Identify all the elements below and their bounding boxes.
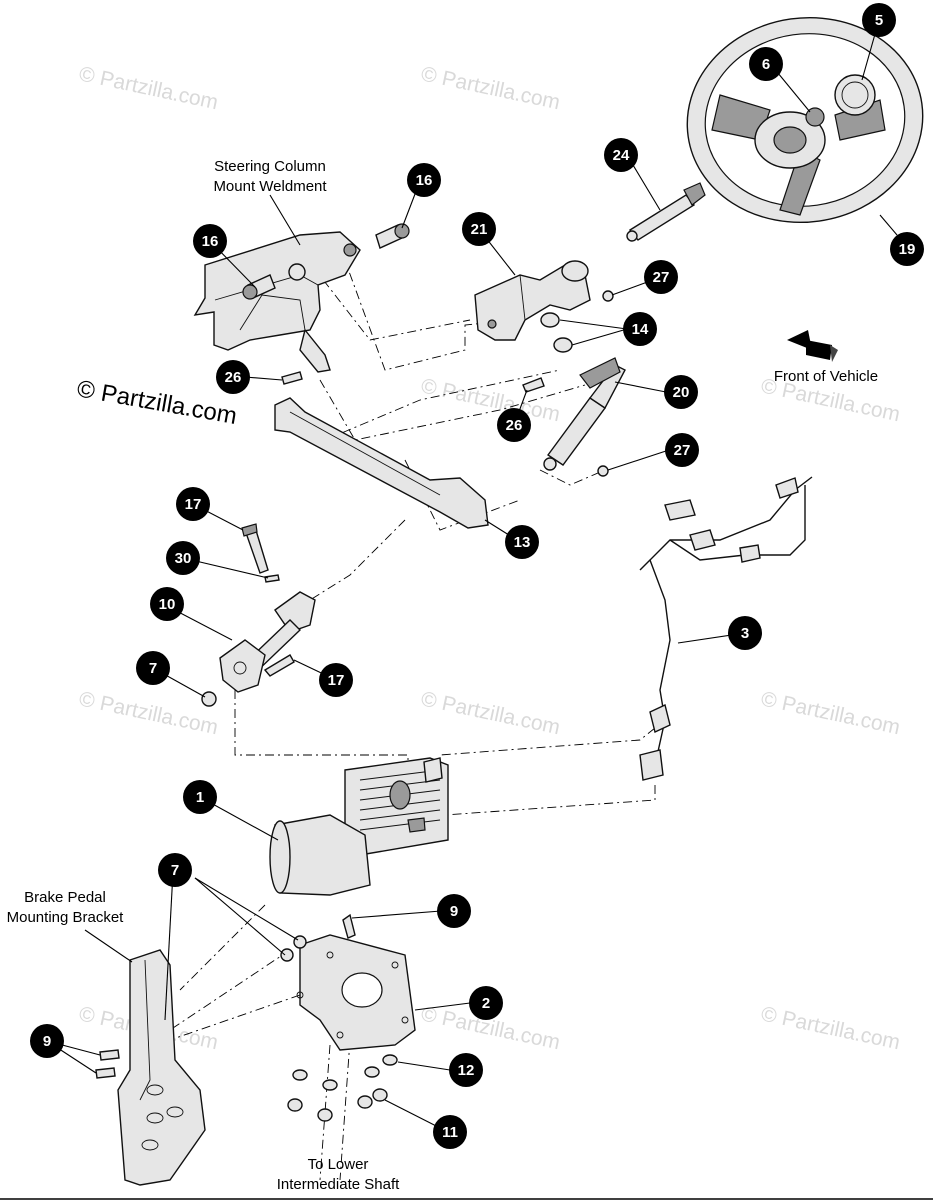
svg-text:27: 27 [674, 442, 691, 459]
bolt-16-right [375, 223, 410, 249]
bolt-17-lower [263, 654, 295, 677]
callout-19: 19 [890, 232, 924, 266]
column-bracket [474, 260, 591, 341]
callout-20: 20 [664, 375, 698, 409]
svg-text:30: 30 [175, 550, 192, 567]
nuts-12 [292, 1054, 398, 1091]
svg-text:19: 19 [899, 241, 916, 258]
nuts-7-lower [157, 935, 307, 1033]
callout-9-upper: 9 [437, 894, 471, 928]
bolt-26-upper [281, 371, 303, 385]
callout-26-lower: 26 [497, 408, 531, 442]
svg-text:9: 9 [43, 1033, 51, 1050]
callout-17-upper: 17 [176, 487, 210, 521]
svg-text:1: 1 [196, 789, 204, 806]
callout-12: 12 [449, 1053, 483, 1087]
svg-text:14: 14 [632, 321, 649, 338]
mounting-plate [296, 934, 416, 1051]
svg-text:24: 24 [613, 147, 630, 164]
steering-wheel [686, 16, 924, 224]
svg-text:13: 13 [514, 534, 531, 551]
callout-1: 1 [183, 780, 217, 814]
watermark-8: © Partzilla.com [759, 687, 902, 739]
svg-text:17: 17 [185, 496, 202, 513]
callout-7-upper: 7 [136, 651, 170, 685]
svg-text:12: 12 [458, 1062, 475, 1079]
watermark-11: © Partzilla.com [759, 1002, 902, 1054]
callouts: 5 6 19 24 16 16 21 27 [30, 3, 924, 1149]
watermark-1: © Partzilla.com [77, 62, 220, 114]
svg-text:9: 9 [450, 903, 458, 920]
svg-text:21: 21 [471, 221, 488, 238]
callout-26-upper: 26 [216, 360, 250, 394]
callout-17-lower: 17 [319, 663, 353, 697]
svg-text:20: 20 [673, 384, 690, 401]
svg-text:5: 5 [875, 12, 883, 29]
callout-11: 11 [433, 1115, 467, 1149]
washers-27 [597, 290, 614, 477]
watermark-2: © Partzilla.com [419, 62, 562, 114]
callout-14: 14 [623, 312, 657, 346]
steering-motor [269, 757, 449, 896]
bolts-9-lower [95, 1049, 120, 1079]
callout-2: 2 [469, 986, 503, 1020]
svg-text:7: 7 [171, 862, 179, 879]
label-brake-bracket-line2: Mounting Bracket [7, 909, 125, 926]
callout-7-lower: 7 [158, 853, 192, 887]
svg-text:26: 26 [225, 369, 242, 386]
callout-10: 10 [150, 587, 184, 621]
svg-text:16: 16 [202, 233, 219, 250]
bolt-9-upper [342, 913, 356, 939]
upper-shaft [626, 182, 706, 242]
text-labels: Steering Column Mount Weldment Front of … [7, 158, 878, 1193]
svg-text:16: 16 [416, 172, 433, 189]
callout-27-lower: 27 [665, 433, 699, 467]
callout-3: 3 [728, 616, 762, 650]
label-steering-column-line2: Mount Weldment [213, 178, 327, 195]
svg-text:6: 6 [762, 56, 770, 73]
callout-5: 5 [862, 3, 896, 37]
svg-text:11: 11 [442, 1124, 458, 1141]
front-arrow-icon [787, 330, 838, 362]
callout-9-lower: 9 [30, 1024, 64, 1058]
brake-pedal-mounting-bracket [117, 949, 206, 1186]
label-front-of-vehicle: Front of Vehicle [774, 368, 878, 385]
svg-text:7: 7 [149, 660, 157, 677]
steering-column-mount-weldment [193, 231, 361, 373]
callout-27-upper: 27 [644, 260, 678, 294]
bolt-26-lower [522, 377, 545, 393]
bolts-11 [287, 1088, 388, 1122]
svg-text:2: 2 [482, 995, 490, 1012]
svg-text:3: 3 [741, 625, 749, 642]
pin-30 [264, 574, 280, 583]
svg-text:10: 10 [159, 596, 176, 613]
callout-16-right: 16 [407, 163, 441, 197]
label-lower-shaft-line2: Intermediate Shaft [277, 1176, 400, 1193]
wiring-harness [639, 476, 813, 781]
callout-21: 21 [462, 212, 496, 246]
brand-mark: © Partzilla.com [75, 375, 239, 430]
watermark-7: © Partzilla.com [419, 687, 562, 739]
callout-30: 30 [166, 541, 200, 575]
label-steering-column-line1: Steering Column [214, 158, 326, 175]
label-brake-bracket-line1: Brake Pedal [24, 889, 106, 906]
callout-13: 13 [505, 525, 539, 559]
nut-7-upper [201, 691, 217, 707]
callout-24: 24 [604, 138, 638, 172]
gas-spring [543, 357, 626, 471]
bolt-16-left [242, 274, 276, 300]
label-lower-shaft-line1: To Lower [308, 1156, 369, 1173]
callout-6: 6 [749, 47, 783, 81]
callout-16-left: 16 [193, 224, 227, 258]
bolt-17-upper [241, 523, 269, 574]
svg-text:26: 26 [506, 417, 523, 434]
svg-text:17: 17 [328, 672, 345, 689]
nuts-14 [540, 312, 573, 353]
svg-text:27: 27 [653, 269, 670, 286]
intermediate-shaft [219, 591, 316, 693]
watermark-6: © Partzilla.com [77, 687, 220, 739]
bracket-13 [274, 397, 489, 529]
